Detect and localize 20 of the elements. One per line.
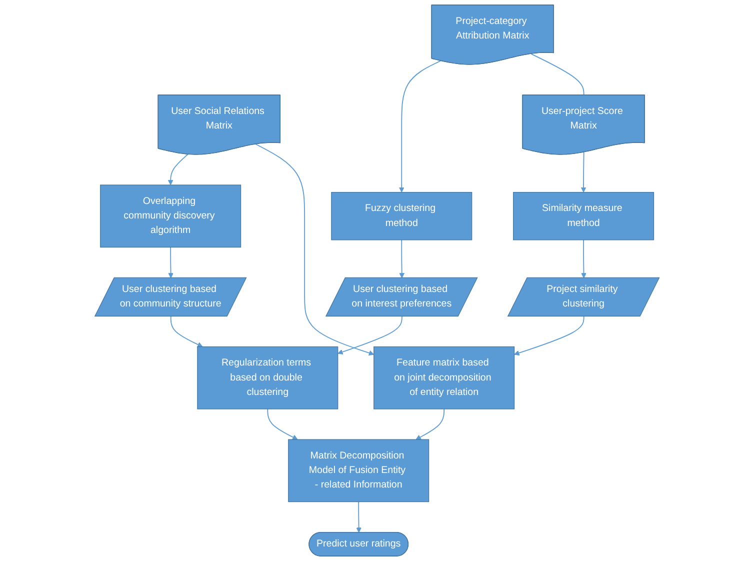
node-box: Overlapping community discovery algorithm	[100, 184, 242, 248]
arrow	[255, 144, 374, 356]
node-box: Fuzzy clustering method	[331, 192, 472, 240]
connector	[530, 53, 584, 96]
node-box: Matrix Decomposition Model of Fusion Entity - related Information	[288, 439, 430, 502]
arrow	[580, 152, 586, 193]
arrow	[356, 501, 362, 533]
arrow	[168, 246, 174, 278]
arrow	[399, 239, 404, 278]
node-box: Regularization terms based on double clustering	[197, 346, 338, 410]
arrow	[514, 316, 584, 356]
arrow	[398, 60, 441, 193]
arrow	[338, 316, 402, 354]
arrow	[267, 408, 298, 440]
arrow	[581, 239, 586, 278]
node-box: Feature matrix based on joint decomposition of entity relation	[374, 346, 514, 410]
arrow	[168, 154, 188, 186]
node-box: Similarity measure method	[512, 192, 654, 240]
arrow	[416, 408, 444, 440]
arrow	[170, 316, 203, 348]
